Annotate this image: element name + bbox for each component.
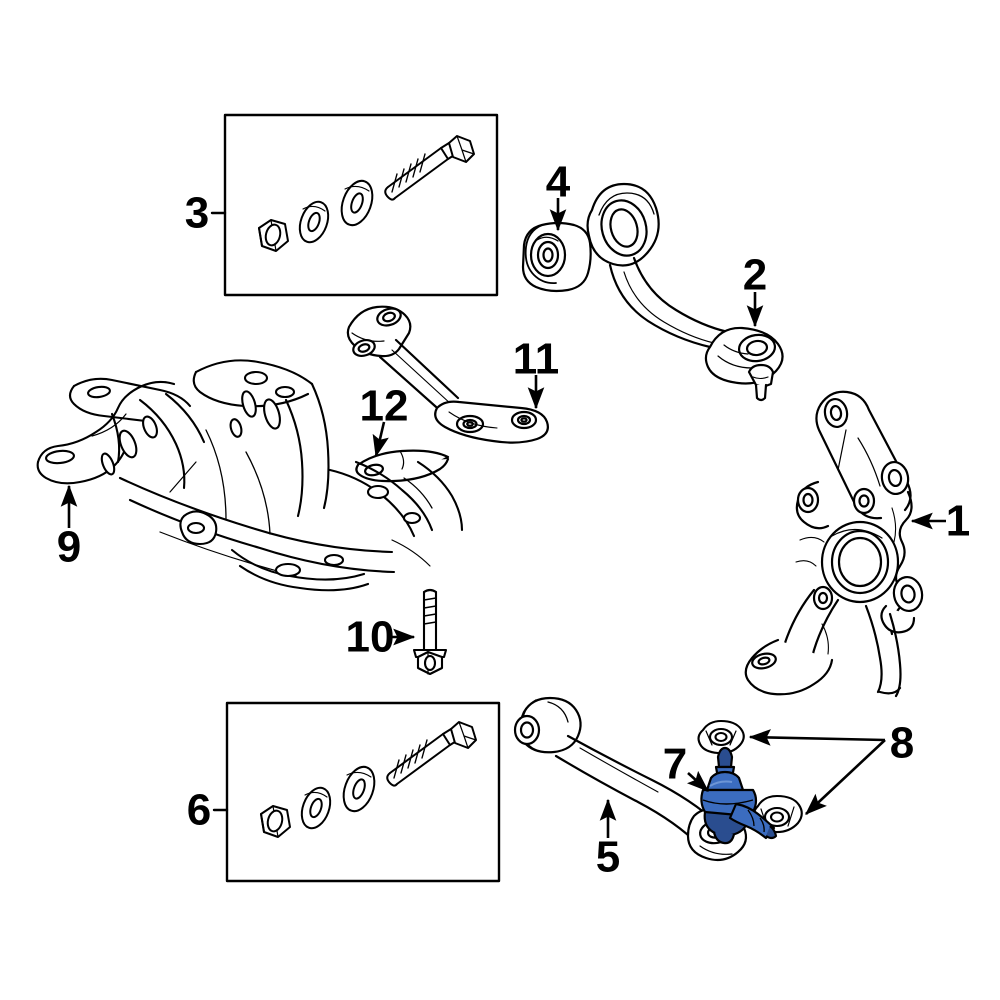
callout-leader-8a [748,729,886,746]
callout-leader-8b [805,739,886,815]
reinforcement-plate[interactable] [355,449,450,483]
upper-control-arm[interactable] [586,182,784,402]
washer-large-icon [340,179,374,227]
callout-label-11[interactable]: 11 [513,335,560,384]
control-arm-bushing[interactable] [521,221,592,293]
washer-large-icon [342,765,376,813]
callout-label-9[interactable]: 9 [57,523,81,572]
callout-label-12[interactable]: 12 [360,382,409,431]
callout-label-10[interactable]: 10 [346,613,395,662]
callout-leader-12 [372,421,389,458]
ball-joint-nut-upper[interactable] [697,719,745,755]
ball-joint[interactable] [700,746,778,845]
ball-joint-nut-lower[interactable] [752,794,803,834]
hardware-kit-lower[interactable] [212,701,501,883]
callout-label-5[interactable]: 5 [596,833,620,882]
hardware-kit-upper[interactable] [210,113,499,297]
callout-label-3[interactable]: 3 [185,189,209,238]
callout-label-4[interactable]: 4 [546,158,571,207]
callout-label-1[interactable]: 1 [946,497,970,546]
hex-nut-icon [258,219,289,252]
callout-label-7[interactable]: 7 [663,740,687,789]
callout-leader-7 [686,770,709,792]
steering-knuckle[interactable] [744,390,925,698]
washer-small-icon [300,786,332,830]
cradle-mount-bolt[interactable] [412,588,448,676]
callout-label-6[interactable]: 6 [187,786,211,835]
engine-cradle-subframe[interactable] [36,359,464,592]
callout-label-2[interactable]: 2 [743,251,767,300]
strut-brace-rod[interactable] [346,305,549,444]
flange-bolt-icon [384,135,475,201]
callout-label-8[interactable]: 8 [890,719,914,768]
flange-bolt-icon [386,721,477,787]
hex-nut-icon [260,805,291,838]
washer-small-icon [298,200,330,244]
callout-labels: 1 2 3 4 5 6 7 8 9 10 11 12 [57,158,970,882]
